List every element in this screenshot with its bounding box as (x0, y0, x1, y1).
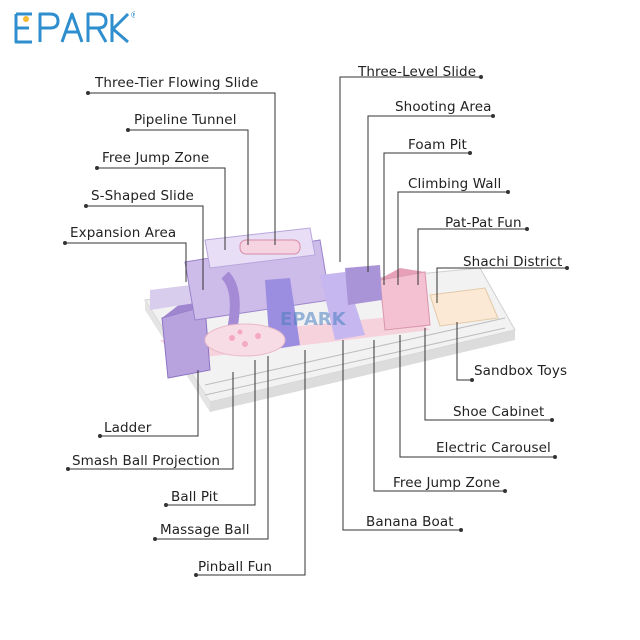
label-free-jump-zone-right: Free Jump Zone (393, 475, 501, 491)
label-expansion-area: Expansion Area (70, 225, 177, 241)
label-pipeline-tunnel: Pipeline Tunnel (134, 112, 237, 128)
label-foam-pit: Foam Pit (408, 137, 467, 153)
label-free-jump-zone-left: Free Jump Zone (102, 150, 210, 166)
house-right (379, 271, 431, 331)
svg-text:®: ® (130, 11, 135, 21)
label-banana-boat: Banana Boat (366, 514, 454, 530)
label-ball-pit: Ball Pit (171, 489, 219, 505)
label-massage-ball: Massage Ball (160, 522, 250, 538)
label-pinball-fun: Pinball Fun (198, 559, 273, 575)
epark-logo: ® (14, 11, 135, 44)
label-electric-carousel: Electric Carousel (436, 440, 551, 456)
sandbox-area (429, 287, 499, 327)
label-climbing-wall: Climbing Wall (408, 176, 502, 192)
three-level-slide (320, 272, 365, 340)
label-ladder: Ladder (104, 420, 152, 436)
label-smash-ball-projection: Smash Ball Projection (72, 453, 221, 469)
label-shachi-district: Shachi District (463, 254, 563, 270)
label-shooting-area: Shooting Area (395, 99, 492, 115)
ball-pit-shape (204, 323, 286, 357)
watermark: EPARK (280, 309, 347, 330)
label-sandbox-toys: Sandbox Toys (474, 363, 568, 379)
house-left (161, 305, 211, 379)
label-three-level-slide: Three-Level Slide (358, 64, 477, 80)
label-pat-pat-fun: Pat-Pat Fun (445, 215, 522, 231)
label-shoe-cabinet: Shoe Cabinet (453, 404, 545, 420)
label-s-shaped-slide: S-Shaped Slide (91, 188, 194, 204)
label-three-tier-flowing-slide: Three-Tier Flowing Slide (95, 75, 259, 91)
